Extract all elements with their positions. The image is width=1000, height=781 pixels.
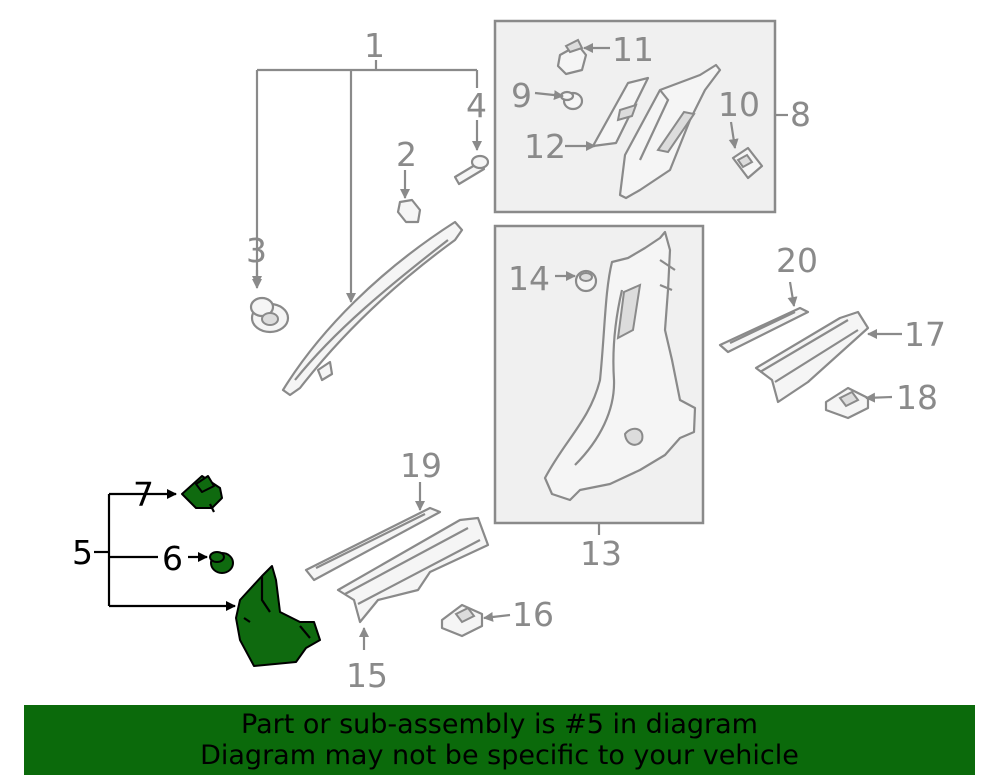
callout-4: 4 xyxy=(466,86,487,125)
info-banner: Part or sub-assembly is #5 in diagram Di… xyxy=(24,705,975,775)
callout-14: 14 xyxy=(508,259,550,298)
callout-16: 16 xyxy=(512,595,554,634)
callout-18: 18 xyxy=(896,378,938,417)
clip-part-6-highlighted xyxy=(209,551,234,574)
callout-8: 8 xyxy=(790,95,811,134)
a-pillar-trim xyxy=(281,220,464,397)
callout-3: 3 xyxy=(246,231,267,270)
clip-part-7-highlighted xyxy=(181,475,223,513)
bracket-5 xyxy=(94,489,236,611)
callout-7: 7 xyxy=(133,475,154,514)
scuff-plate-part-15 xyxy=(336,516,490,624)
parts-diagram: 1 2 3 4 5 6 7 8 9 10 11 12 13 14 15 16 1… xyxy=(72,19,946,695)
callout-17: 17 xyxy=(904,315,946,354)
cover-part-12 xyxy=(591,76,650,148)
b-pillar-lower-trim xyxy=(543,230,697,502)
callout-1: 1 xyxy=(364,26,385,65)
callout-11: 11 xyxy=(612,30,654,69)
callout-6: 6 xyxy=(162,539,183,578)
banner-line-1: Part or sub-assembly is #5 in diagram xyxy=(241,709,758,740)
callout-5: 5 xyxy=(72,533,93,572)
callout-20: 20 xyxy=(776,241,818,280)
scuff-plate-part-17 xyxy=(754,310,870,404)
strip-part-19 xyxy=(304,506,442,582)
clip-part-16 xyxy=(440,603,484,638)
callout-12: 12 xyxy=(524,127,566,166)
clip-part-2 xyxy=(396,198,422,224)
b-pillar-upper-trim xyxy=(618,63,722,200)
callout-10: 10 xyxy=(718,85,760,124)
callout-19: 19 xyxy=(400,446,442,485)
grommet-part-3 xyxy=(249,296,290,334)
bracket-1 xyxy=(252,60,479,303)
clip-part-14 xyxy=(574,269,598,293)
kick-panel-part-5-highlighted xyxy=(235,565,321,667)
clip-part-18 xyxy=(824,386,870,420)
callout-9: 9 xyxy=(511,76,532,115)
callout-13: 13 xyxy=(580,534,622,573)
banner-line-2: Diagram may not be specific to your vehi… xyxy=(200,740,799,771)
clip-part-10 xyxy=(731,146,764,180)
callout-15: 15 xyxy=(346,656,388,695)
clip-part-11 xyxy=(556,38,588,76)
strip-part-20 xyxy=(718,306,810,354)
screw-part-4 xyxy=(453,154,490,186)
callout-2: 2 xyxy=(396,135,417,174)
